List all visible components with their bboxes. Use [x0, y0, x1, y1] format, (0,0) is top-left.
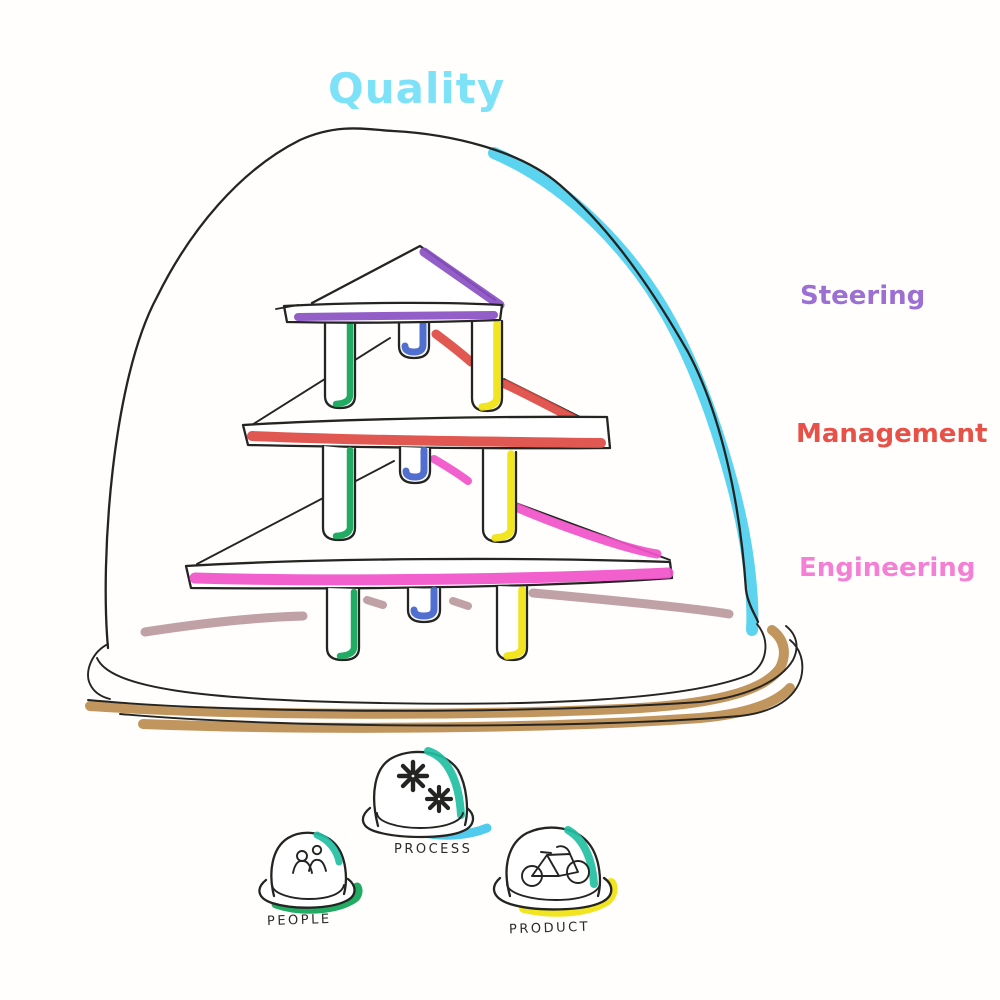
pillar-blue-1-marker [401, 320, 427, 356]
people-dome-highlight [313, 831, 343, 866]
pillar-green-3-marker [336, 588, 358, 660]
dome-base [85, 623, 804, 733]
pillar-blue-2-marker [402, 446, 428, 481]
mid-roof-left-line [246, 337, 391, 429]
bicycle-icon [521, 845, 590, 887]
process-label: PROCESS [394, 842, 473, 857]
quality-pagoda [184, 244, 674, 662]
product-dome-highlight [564, 826, 598, 888]
pillar-yellow-2-marker [491, 450, 515, 542]
people-icon [292, 844, 327, 874]
quality-title: Quality [328, 64, 506, 113]
people-label: PEOPLE [266, 911, 332, 930]
gears-icon [396, 759, 454, 814]
pillar-yellow-1-marker [478, 320, 501, 411]
dome-glass-highlight [488, 147, 759, 636]
base-line-mid [87, 625, 798, 712]
person-2-body [308, 858, 327, 872]
base-line-bottom [119, 639, 804, 727]
ground-stroke-left [140, 611, 308, 637]
people-dish-inner [271, 884, 345, 900]
glass-dome [104, 127, 760, 650]
steering-roof-marker [419, 247, 505, 310]
management-label: Management [796, 419, 988, 449]
product-dish-inner [506, 883, 601, 901]
product-accent-underline [519, 878, 618, 917]
product-label: PRODUCT [508, 919, 591, 938]
person-2-head [311, 844, 323, 856]
engineering-label: Engineering [799, 553, 976, 583]
ground-strokes [140, 588, 734, 637]
engineering-floor-marker [189, 567, 674, 586]
base-bump-left [87, 643, 111, 700]
steering-floor-tick [275, 304, 299, 310]
foundation-people [258, 831, 363, 914]
process-dome-highlight [424, 747, 465, 819]
foundation-product [492, 826, 618, 917]
pillar-yellow-3-marker [503, 586, 526, 660]
steering-label: Steering [800, 281, 926, 311]
bicycle-frame [531, 853, 579, 877]
engineering-brace-lower [506, 500, 662, 559]
foundation-process [361, 747, 492, 840]
management-brace-upper [431, 329, 476, 367]
ground-dash-1 [363, 596, 387, 609]
base-line-top [96, 623, 767, 705]
ground-stroke-right [528, 588, 734, 619]
pillar-green-2-marker [332, 446, 354, 540]
bicycle-front-wheel [566, 860, 590, 884]
base-wood-stripe-1 [85, 625, 789, 719]
process-dish-inner [376, 812, 464, 829]
pillar-blue-3-marker [410, 586, 438, 620]
gear-1-hub [409, 772, 416, 779]
engineering-brace-upper [430, 455, 472, 485]
process-dome [372, 750, 469, 828]
steering-floor-marker [294, 311, 498, 321]
ground-dash-2 [449, 597, 472, 610]
low-roof-left-line [196, 460, 395, 565]
dome-outline [104, 127, 760, 650]
product-dome [505, 826, 602, 898]
bicycle-seat-handlebar [540, 845, 571, 855]
steering-roof [310, 244, 497, 305]
gear-2-hub [436, 796, 442, 802]
pillar-green-1-marker [332, 321, 354, 408]
management-floor-marker [247, 431, 606, 448]
